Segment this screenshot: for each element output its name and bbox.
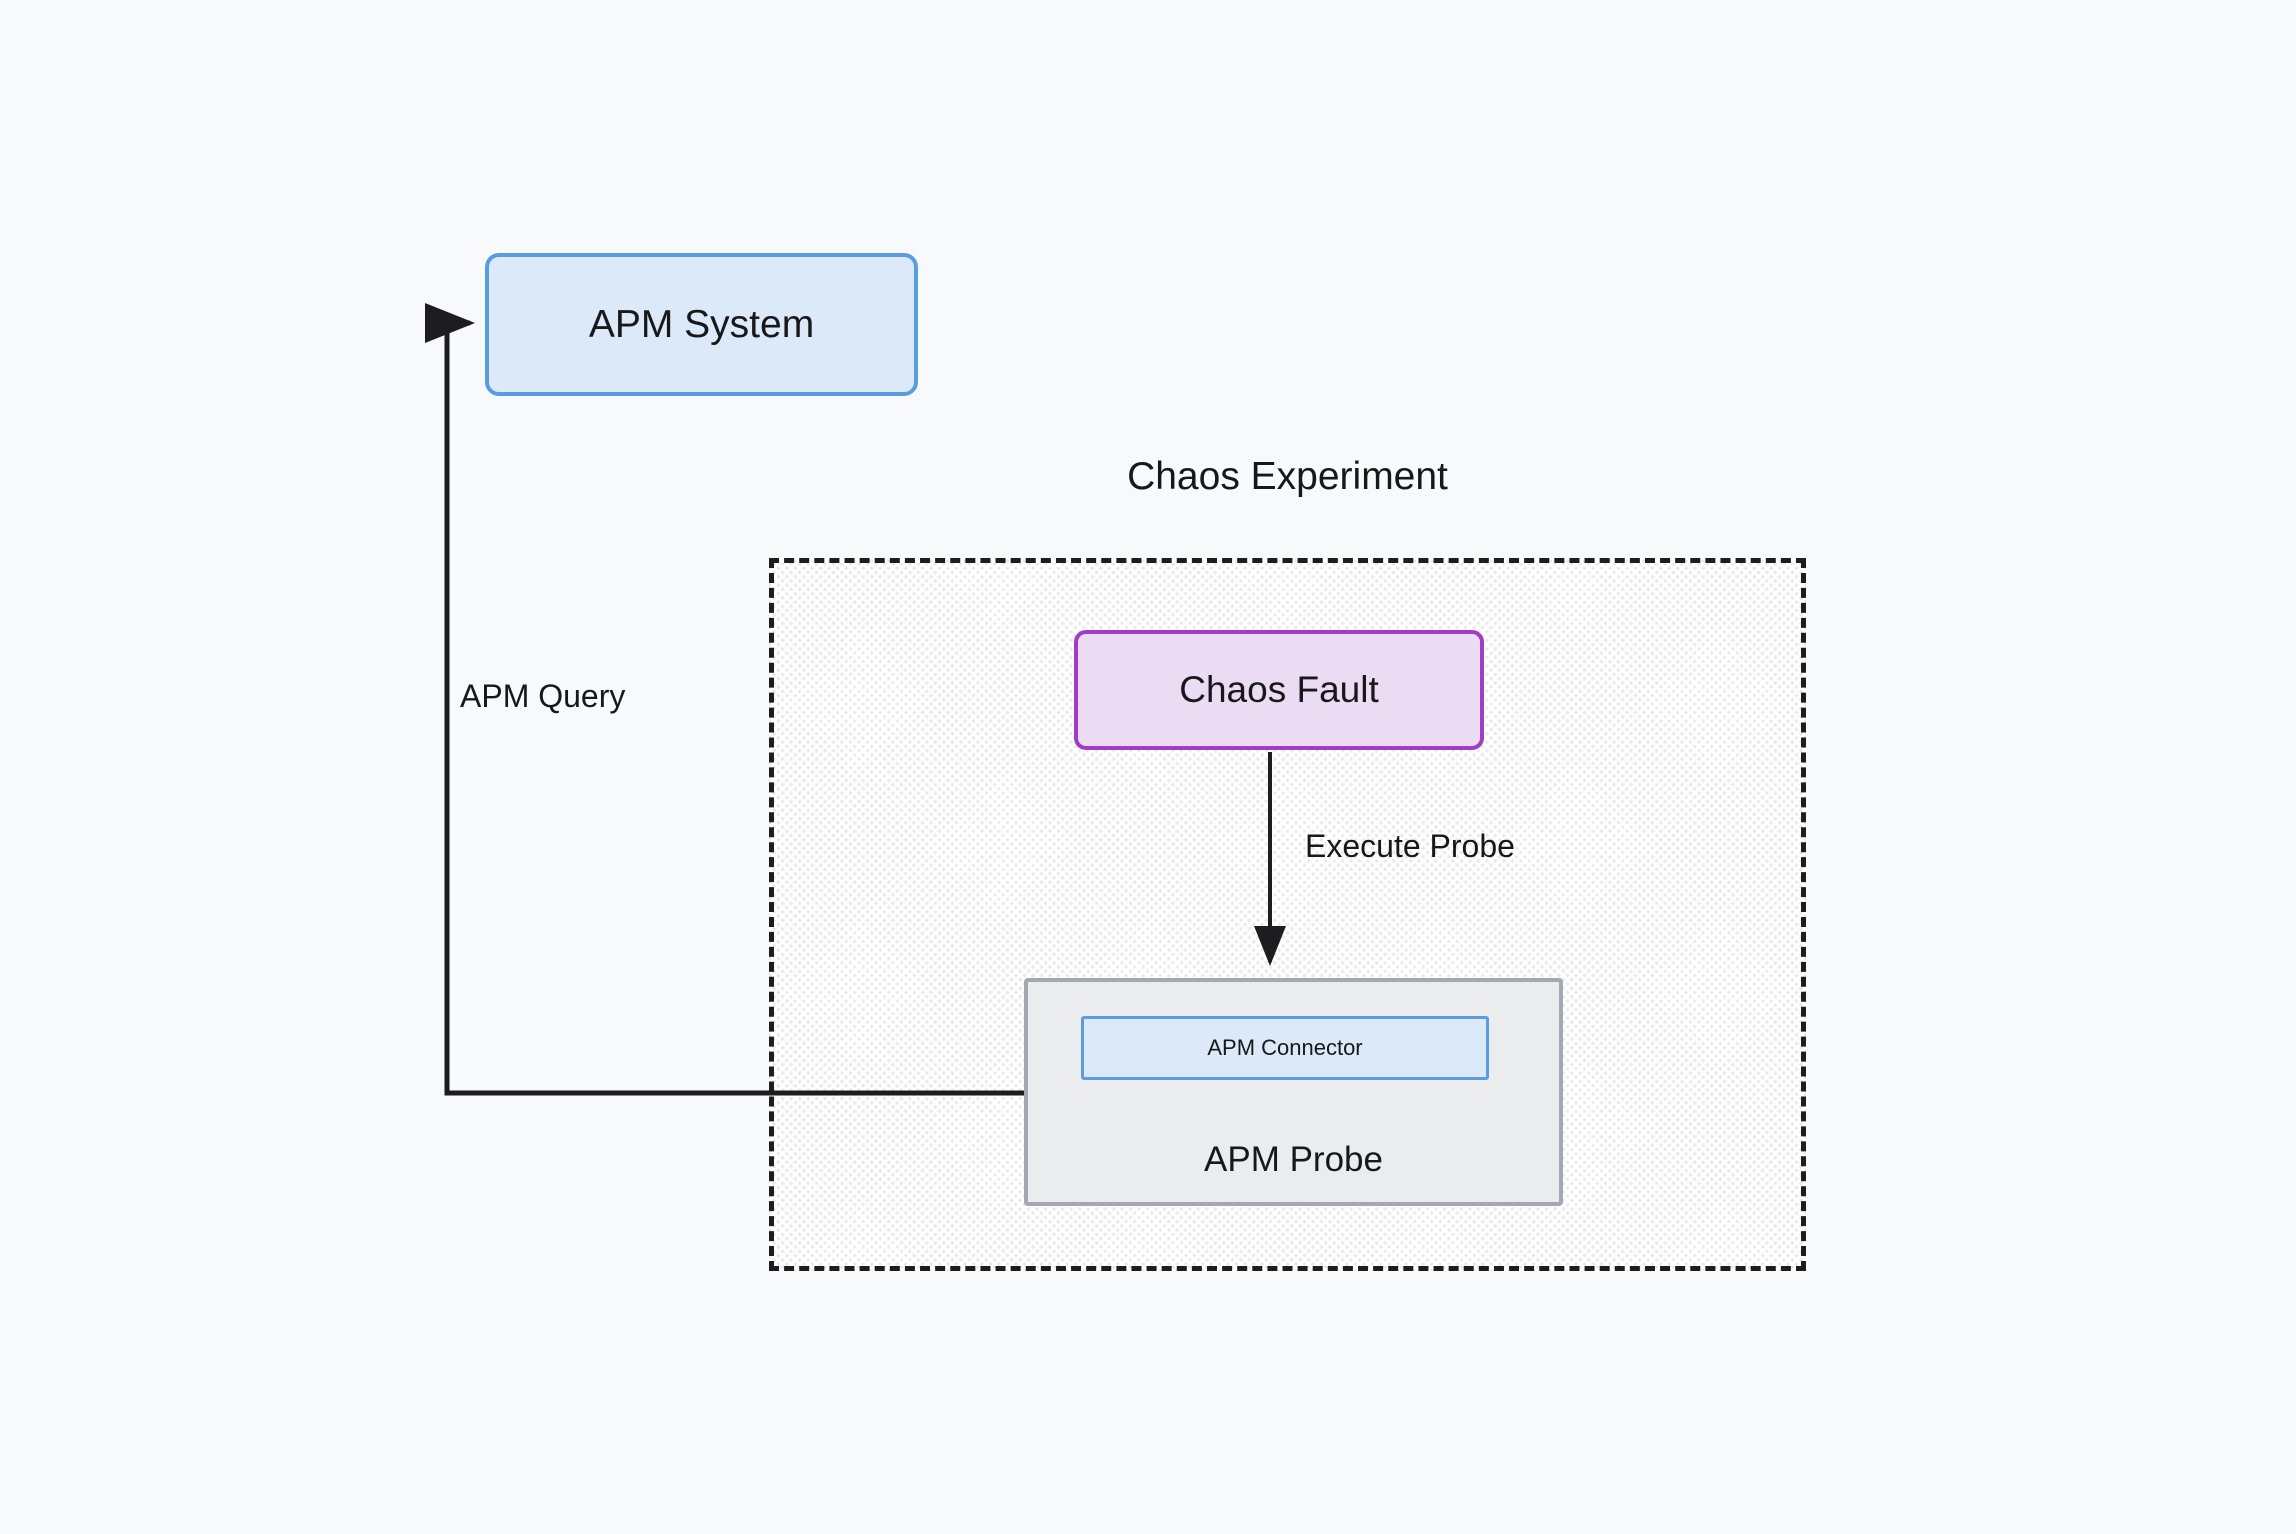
edge-label-execute-probe: Execute Probe [1305, 828, 1515, 864]
node-apm-probe-label: APM Probe [1204, 1140, 1383, 1179]
node-apm-probe[interactable]: APM Probe [1024, 978, 1563, 1206]
node-chaos-fault[interactable]: Chaos Fault [1074, 630, 1484, 750]
node-apm-connector[interactable]: APM Connector [1081, 1016, 1489, 1080]
chaos-experiment-title: Chaos Experiment [1127, 455, 1448, 498]
edge-label-apm-query: APM Query [460, 678, 626, 714]
node-apm-system[interactable]: APM System [485, 253, 918, 396]
